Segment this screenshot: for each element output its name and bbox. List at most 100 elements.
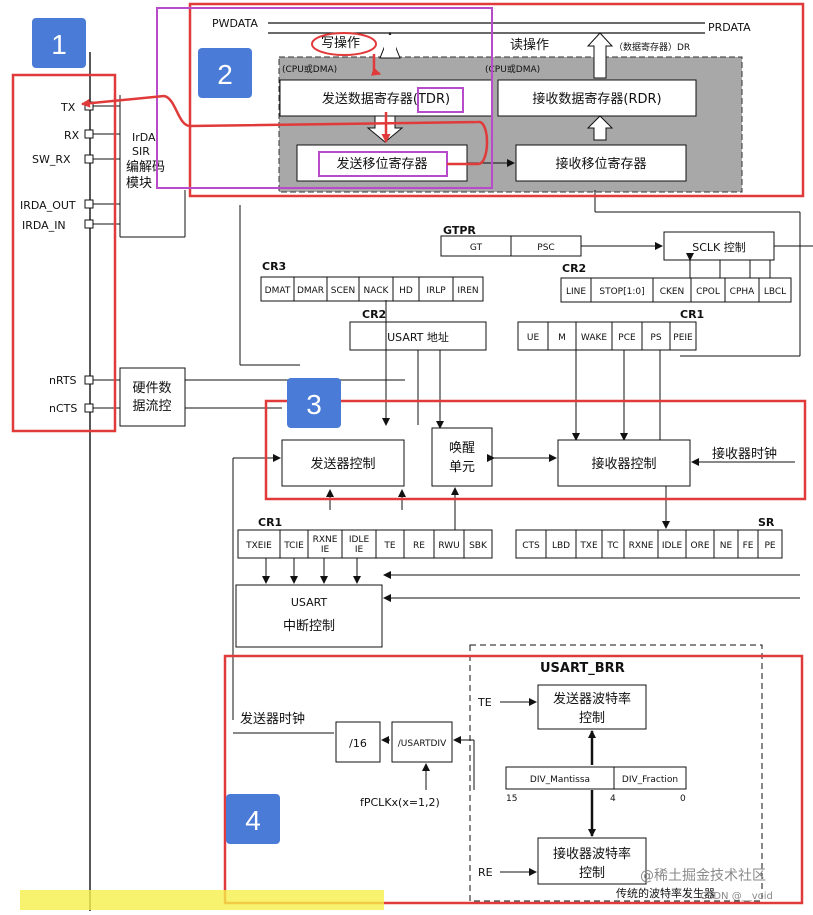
cr1-bottom-bit-label: IE [321,545,330,555]
interrupt-box [235,584,383,648]
sr-bit-label: ORE [690,541,709,551]
marker-1-label: 1 [51,29,67,60]
rdr-box [497,79,697,117]
cr1-bottom-title: CR1 [258,516,282,529]
irda-line-4: 模块 [126,176,152,191]
irda-line-1: IrDA [132,131,156,144]
write-op-circle [311,32,377,56]
pin-irda-in-square [84,219,94,229]
irda-line-3: 编解码 [126,160,165,175]
cr1-top-bit-label: PEIE [673,333,693,343]
marker-1 [32,18,86,68]
wake-line-2: 单元 [449,460,475,475]
cr3-bit-label: DMAT [265,286,291,296]
rdr-label: 接收数据寄存器(RDR) [532,91,661,107]
tx-output-flow-arrow [81,94,489,166]
cr2-top-bit-label: LINE [566,287,586,297]
cr1-bottom-cell [237,529,281,559]
cr3-bit-label: DMAR [297,286,324,296]
tx-baud-line-1: 发送器波特率 [553,691,631,707]
cr3-title: CR3 [262,260,286,273]
cr1-top-bit-label: PCE [618,333,636,343]
cpu-dma-left-label: (CPU或DMA) [282,63,337,75]
rx-ctrl-box [557,439,691,487]
cr1-top-cell [547,321,577,351]
pin-column: TX RX SW_RX IRDA_OUT IRDA_IN nRTS nCTS I… [20,52,405,911]
cr1-bottom-bit-label: IDLE [349,535,370,545]
pclk-label: fPCLKx(x=1,2) [360,796,440,809]
sclk-label: SCLK 控制 [692,240,746,254]
cr3-bit-label: HD [399,286,413,296]
marker-4-label: 4 [245,805,261,836]
pin-irda-out-square [84,199,94,209]
data-path-section: PWDATA PRDATA 写操作 (CPU或DMA) 读操作 （数据寄存器）D… [212,17,751,193]
cr1-bottom-cell [463,529,493,559]
frame-1-pins [11,73,117,433]
watermark-small: CSDN @__void [700,891,773,902]
legacy-baud-label: 传统的波特率发生器 [616,886,715,900]
rx-shift-label: 接收移位寄存器 [555,156,646,172]
frame-purple-tx-path [156,7,493,189]
sr-cell [575,529,603,559]
wake-line-1: 唤醒 [449,441,475,456]
flow-ctrl-line-2: 据流控 [132,399,171,414]
cr2-top-cell [758,277,792,303]
rx-clock-label: 接收器时钟 [712,446,777,462]
wake-box [431,427,493,487]
tx-baud-box [537,684,647,730]
pin-rx-square [84,129,94,139]
pin-sw-rx-square [84,154,94,164]
cr1-top-bit-label: M [558,333,566,343]
cr2-top-cell [652,277,692,303]
gtpr-psc-label: PSC [537,243,554,253]
interrupt-line-2: 中断控制 [283,619,335,634]
baud-te-label: TE [477,696,492,709]
sr-bit-label: LBD [552,541,570,551]
pin-irda-out-label: IRDA_OUT [20,199,76,212]
baud-section: USART_BRR TE 发送器波特率 控制 DIV_Mantissa DIV_… [233,644,763,902]
pwdata-label: PWDATA [212,17,258,30]
irda-line-2: SIR [132,145,150,158]
flow-ctrl-line-1: 硬件数 [132,381,171,396]
cr2-top-bit-label: CPHA [730,287,755,297]
baud-re-label: RE [478,866,493,879]
cr2-top-bit-label: LBCL [764,287,786,297]
control-section: 发送器控制 唤醒 单元 接收器控制 接收器时钟 [232,427,795,720]
sr-bit-label: FE [743,541,754,551]
cr3-bit-label: SCEN [331,286,355,296]
cr1-bottom-bit-label: RXNE [313,535,338,545]
annotation-layer: 1 2 3 4 @稀土掘金技术社区 CSDN @__void [11,2,807,910]
cr3-cell [293,276,328,302]
cr1-top-bit-label: WAKE [581,333,607,343]
sr-bit-label: TC [606,541,618,551]
frame-4-baud [223,654,804,905]
usartdiv-box [391,721,453,763]
marker-3 [287,378,341,428]
cr2-top-bit-label: CPOL [696,287,720,297]
cr2-addr-title: CR2 [362,308,386,321]
legacy-baud-dashed-frame [469,644,763,902]
pin-nrts-label: nRTS [49,374,77,387]
sr-title: SR [758,516,775,529]
rx-shift-box [515,144,687,182]
cr3-cell [392,276,420,302]
cr1-bottom-bit-label: RE [413,541,425,551]
rx-baud-box [537,837,647,885]
marker-2 [198,48,252,98]
pin-nrts-square [84,375,94,385]
div-fraction-cell [613,766,687,790]
rx-baud-line-1: 接收器波特率 [553,846,631,862]
sr-bit-label: NE [720,541,733,551]
prdata-label: PRDATA [708,21,751,34]
div-fraction-label: DIV_Fraction [622,775,678,785]
sr-bit-label: PE [764,541,775,551]
sr-bit-label: TXE [579,541,598,551]
cr1-top-cell [517,321,549,351]
